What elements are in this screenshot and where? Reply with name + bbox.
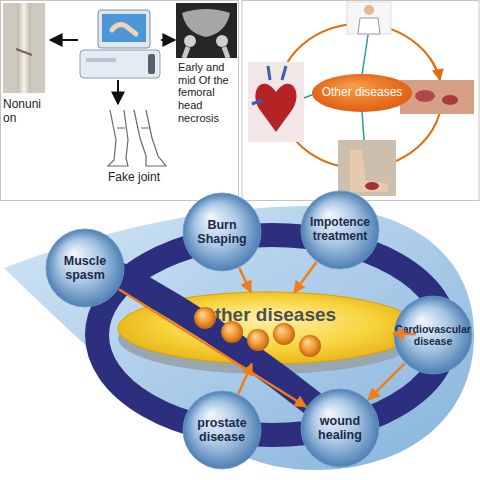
- therapy-device: [80, 10, 160, 78]
- device-base: [80, 50, 160, 78]
- image-frame: [338, 140, 396, 196]
- circle-outline: [301, 191, 379, 269]
- lesion: [442, 95, 458, 105]
- text-holder: Early and mid Of the femoral head necros…: [178, 61, 236, 137]
- circle-node: prostate disease: [182, 390, 262, 470]
- connector-lines: [304, 35, 411, 140]
- circle-node: Impotence treatment: [300, 190, 380, 270]
- circle-outline: [183, 391, 261, 469]
- image-frame: [347, 2, 391, 34]
- hand-sketch: [112, 25, 136, 34]
- foot-shape: [350, 150, 388, 192]
- outline-group: [46, 229, 124, 307]
- node-text: Cardiovascular disease: [391, 323, 475, 347]
- heart-shape: [255, 84, 296, 132]
- text-holder: wound healing: [304, 388, 376, 468]
- text-holder: Nonuni on: [3, 98, 47, 130]
- coat: [358, 18, 380, 34]
- circle-outline: [46, 229, 124, 307]
- panel-frame: [1, 1, 239, 201]
- text-holder: Muscle spasm: [49, 228, 121, 308]
- text-holder: Cardiovascular disease: [391, 295, 475, 375]
- outline-group: [312, 74, 412, 112]
- node-text: wound healing: [304, 414, 376, 443]
- text-holder: Other diseases: [312, 74, 412, 112]
- leg-outline: [134, 110, 166, 166]
- photo-box: Early and mid Of the femoral head necros…: [176, 3, 237, 138]
- ellipse-node: Other diseases: [312, 74, 412, 112]
- ellipse-outline: [118, 292, 418, 364]
- outline-group: [3, 3, 45, 93]
- sphere: [273, 323, 295, 345]
- text-holder: Impotence treatment: [302, 190, 378, 270]
- arrow: [117, 80, 119, 104]
- heart-image: [248, 62, 304, 142]
- device-detail: [86, 58, 116, 62]
- orbit-arrow: [430, 58, 440, 80]
- device-monitor: [98, 10, 150, 48]
- node-text: Nonuni on: [3, 98, 47, 126]
- femoral-head: [216, 35, 228, 47]
- outline-group: [301, 191, 379, 269]
- lesion: [415, 90, 435, 102]
- device-probe: [148, 54, 155, 74]
- outline-group: [176, 3, 237, 58]
- circle-node: wound healing: [300, 388, 380, 468]
- joint-mark: [117, 127, 150, 128]
- image-frame: [248, 62, 304, 142]
- arrow: [50, 39, 78, 41]
- outline-group: [183, 391, 261, 469]
- fracture-line: [16, 49, 32, 55]
- circle-node: Muscle spasm: [45, 228, 125, 308]
- femur-shaft: [184, 47, 228, 58]
- outline-group: [118, 292, 418, 364]
- node-text: Impotence treatment: [302, 216, 378, 244]
- image-frame: [400, 80, 474, 114]
- ellipse-outline: [312, 74, 412, 112]
- femoral-head: [184, 35, 196, 47]
- text-holder: prostate disease: [186, 390, 258, 470]
- arrow-connector: [238, 364, 251, 394]
- sphere: [194, 307, 216, 329]
- sphere: [299, 335, 321, 357]
- teardrop-backdrop: [4, 206, 474, 470]
- doctor-image: [347, 2, 391, 34]
- foot-image: [338, 140, 396, 196]
- arrow-connector: [239, 268, 251, 292]
- arrow: [161, 39, 175, 41]
- node-text: prostate disease: [186, 416, 258, 445]
- image-caption: Fake joint: [108, 170, 160, 184]
- pelvis-shape: [182, 9, 230, 37]
- leg-outline: [108, 110, 128, 166]
- circle-node: Burn Shaping: [182, 192, 262, 272]
- xray-background: [176, 3, 237, 58]
- circle-node: Cardiovascular disease: [393, 295, 473, 375]
- photo-box: Nonuni on: [3, 3, 45, 131]
- leg-sketch: [108, 110, 166, 166]
- sphere: [221, 321, 243, 343]
- link-line: [362, 111, 364, 140]
- node-text: Burn Shaping: [186, 218, 258, 247]
- arrow-connector: [368, 363, 404, 399]
- photo-background: [3, 3, 45, 93]
- vessel: [252, 66, 286, 104]
- circle-outline: [301, 389, 379, 467]
- panel-frame: [242, 1, 479, 201]
- outline-group: [183, 193, 261, 271]
- node-text: Other diseases: [322, 86, 403, 100]
- sphere: [247, 329, 269, 351]
- circle-outline: [183, 193, 261, 271]
- node-text: Muscle spasm: [49, 254, 121, 283]
- outline-group: [301, 389, 379, 467]
- wound-mark: [365, 182, 379, 190]
- text-holder: Burn Shaping: [186, 192, 258, 272]
- head: [364, 5, 374, 15]
- arrow-connector: [294, 262, 316, 292]
- skin-image: [400, 80, 474, 114]
- device-screen: [102, 14, 146, 42]
- node-text: Early and mid Of the femoral head necros…: [178, 61, 236, 124]
- link-line: [362, 35, 368, 75]
- bone-shaft: [17, 3, 31, 93]
